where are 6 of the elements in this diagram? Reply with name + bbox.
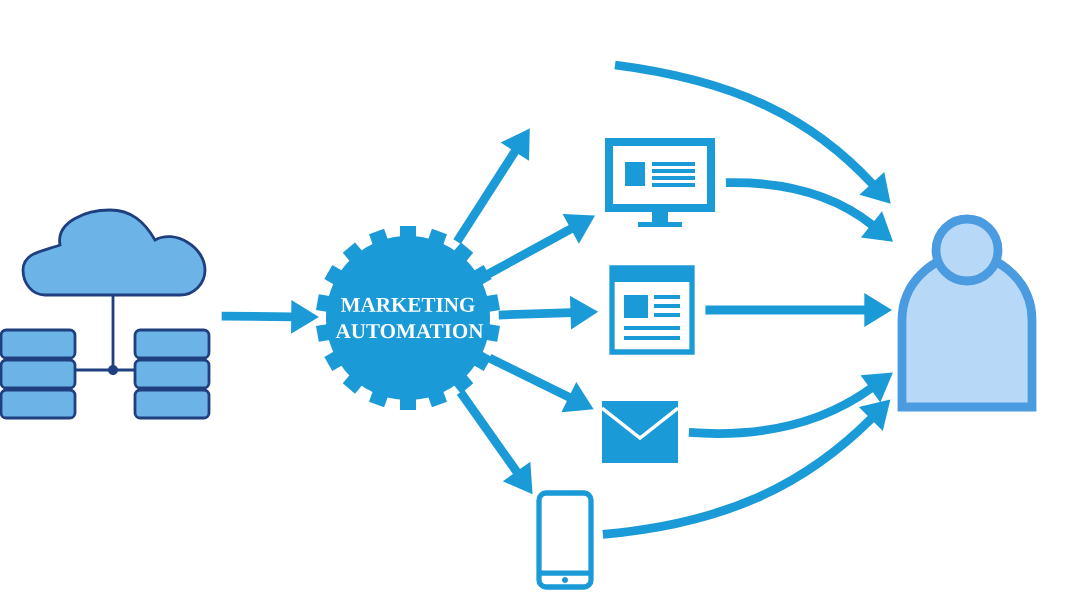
envelope-icon — [600, 401, 680, 463]
person-icon — [897, 214, 1037, 412]
cloud-database-drawing — [0, 208, 211, 420]
smartphone-icon — [536, 490, 594, 590]
browser-window-icon — [609, 265, 695, 355]
monitor-icon — [605, 138, 715, 227]
